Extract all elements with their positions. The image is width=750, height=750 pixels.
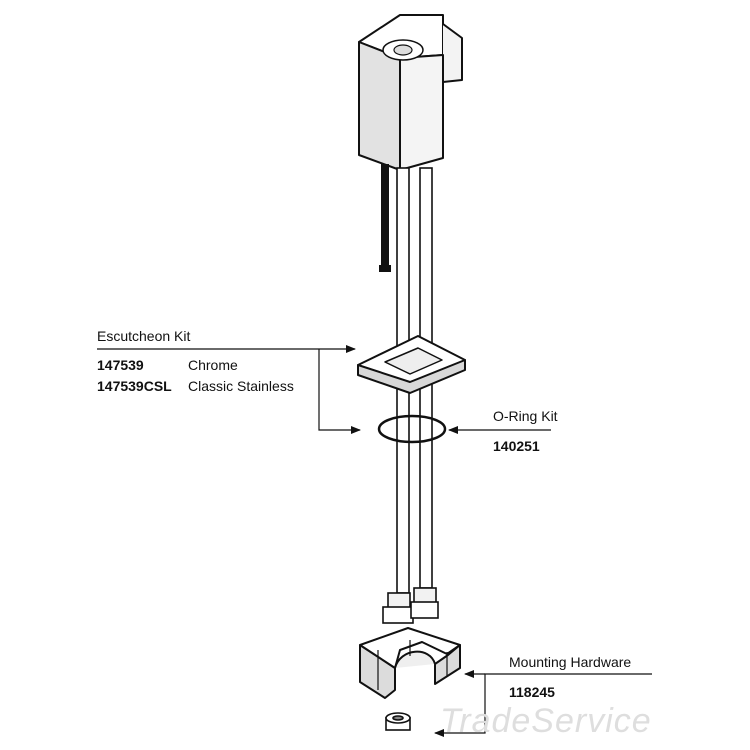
mounting-bracket	[359, 627, 461, 699]
escutcheon-finish-chrome: Chrome	[188, 357, 238, 373]
mounting-hardware-part-number: 118245	[509, 684, 555, 700]
sensor-cable	[379, 164, 391, 272]
oring-kit-part-number: 140251	[493, 438, 540, 454]
o-ring	[377, 414, 447, 444]
oring-kit-title: O-Ring Kit	[493, 408, 558, 424]
escutcheon-finish-stainless: Classic Stainless	[188, 378, 294, 394]
watermark: TradeService	[440, 702, 652, 741]
leader-lines	[97, 345, 652, 737]
escutcheon-plate	[357, 335, 466, 394]
tube-fittings	[382, 587, 439, 624]
watermark-line-2: Service	[531, 702, 652, 740]
escutcheon-part-number-stainless: 147539CSL	[97, 378, 172, 394]
escutcheon-kit-title: Escutcheon Kit	[97, 328, 191, 344]
mounting-nut	[385, 712, 411, 731]
escutcheon-part-number-chrome: 147539	[97, 357, 144, 373]
faucet-body	[358, 14, 463, 171]
mounting-hardware-title: Mounting Hardware	[509, 654, 632, 670]
watermark-line-1: Trade	[440, 702, 532, 740]
